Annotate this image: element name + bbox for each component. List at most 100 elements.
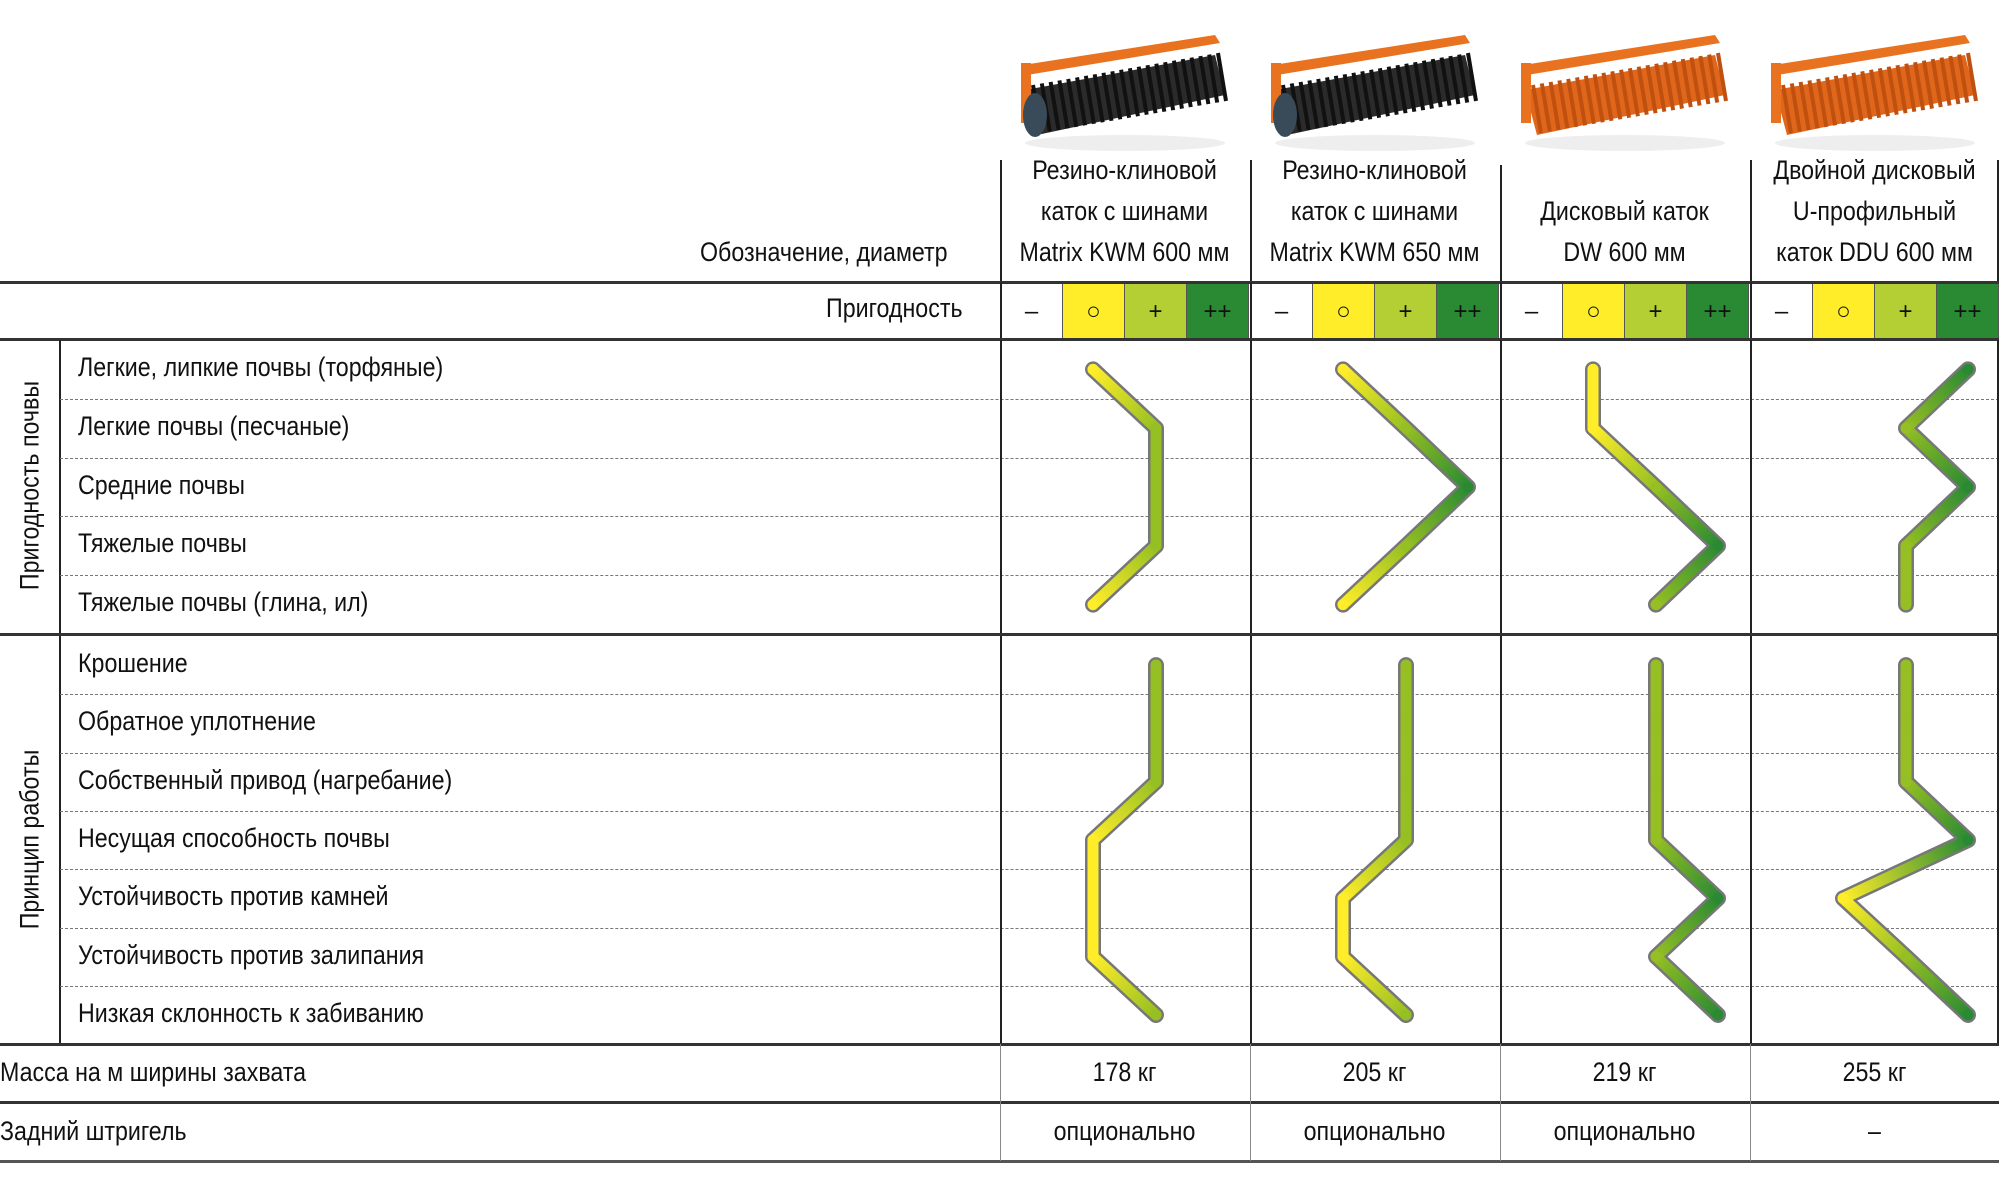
disc-roller-dw600-icon [1521,35,1728,151]
harrow-value: опционально [1553,1116,1696,1146]
scale-level: ++ [1687,284,1749,339]
product-title-line: Дисковый каток [1540,196,1709,226]
rating-point [1150,1009,1162,1021]
divider [1500,636,1502,1045]
divider [1250,282,1252,340]
rating-curve-segment [1337,834,1412,904]
product-title-line: Matrix KWM 600 мм [1019,237,1230,267]
rating-point [1587,422,1599,434]
rating-point [1900,776,1912,788]
rating-curve-outline [1335,361,1476,613]
divider [0,1043,1999,1046]
divider [1750,1044,1751,1161]
rating-curve-segment [1900,951,1974,1021]
rating-point [1650,717,1662,729]
row-separator [60,516,1999,518]
row-separator [60,752,1999,754]
divider [1250,160,1252,282]
rating-point [1087,951,1099,963]
row-separator [60,985,1999,987]
suitability-scale: –○+++ [1501,284,1749,339]
scale-level: ○ [1063,284,1125,339]
rating-point [1150,540,1162,552]
rating-point [1337,892,1349,904]
criterion-label: Устойчивость против камней [78,881,389,912]
criterion-label: Несущая способность почвы [78,822,390,853]
product-title-line: DW 600 мм [1563,237,1686,267]
rating-point [1712,540,1724,552]
suitability-scale: –○+++ [1251,284,1499,339]
rating-curve-segment [1587,422,1662,493]
rating-curve-segment [1650,834,1724,904]
scale-level: – [1251,284,1313,339]
rating-point [1337,363,1349,375]
product-image [1265,35,1485,155]
divider [1000,636,1002,1045]
rating-curve-segment [1650,540,1724,611]
divider [1997,636,1999,1045]
product-title-line: каток с шинами [1040,196,1209,226]
scale-level: + [1625,284,1687,339]
divider [1250,340,1252,634]
divider [0,1160,1999,1163]
rating-point [1400,834,1412,846]
rating-point [1400,776,1412,788]
rating-curve-segment [1900,363,1974,434]
rating-point [1900,717,1912,729]
divider [1500,165,1502,287]
product-title-line: каток DDU 600 мм [1776,237,1973,267]
row-separator [60,457,1999,459]
rating-point [1900,540,1912,552]
row-separator [60,810,1999,812]
row-separator [60,575,1999,577]
divider [1750,282,1752,340]
product-title-line: Matrix KWM 650 мм [1269,237,1480,267]
mass-value: 219 кг [1592,1057,1657,1087]
criterion-label: Тяжелые почвы (глина, ил) [78,587,369,618]
divider [1250,636,1252,1045]
product-title-line: Резино-клиновой [1032,155,1217,185]
rating-curve-segment [1087,951,1162,1021]
rating-point [1900,599,1912,611]
rating-curve-segment [1337,951,1412,1021]
criterion-label: Легкие почвы (песчаные) [78,410,350,441]
divider [59,636,61,1044]
rating-point [1712,892,1724,904]
row-separator [60,694,1999,696]
scale-level: + [1125,284,1187,339]
scale-level: – [1751,284,1813,339]
rating-curve-segment [1650,951,1724,1021]
rating-point [1150,659,1162,671]
divider [0,281,1999,284]
rating-point [1650,834,1662,846]
rating-point [1087,363,1099,375]
product-image [1765,35,1985,155]
divider [1500,1044,1501,1161]
rating-point [1087,599,1099,611]
scale-level: ++ [1187,284,1249,339]
rating-point [1400,717,1412,729]
double-disc-u-roller-ddu600-icon [1771,35,1978,151]
suitability-label: Пригодность [826,293,963,323]
rating-curve-segment [1087,363,1162,434]
divider [1997,340,1999,634]
rating-point [1337,599,1349,611]
divider [1250,1044,1251,1161]
divider [1000,1044,1001,1161]
divider [0,338,1999,341]
rating-point [1650,481,1662,493]
rating-point [1962,363,1974,375]
harrow-value: опционально [1303,1116,1446,1146]
scale-level: ○ [1813,284,1875,339]
divider [1997,160,1999,282]
mass-value: 178 кг [1092,1057,1157,1087]
divider [1500,340,1502,634]
rating-point [1962,834,1974,846]
scale-level: – [1501,284,1563,339]
rating-point [1400,422,1412,434]
suitability-scale: –○+++ [1001,284,1249,339]
rating-point [1900,659,1912,671]
